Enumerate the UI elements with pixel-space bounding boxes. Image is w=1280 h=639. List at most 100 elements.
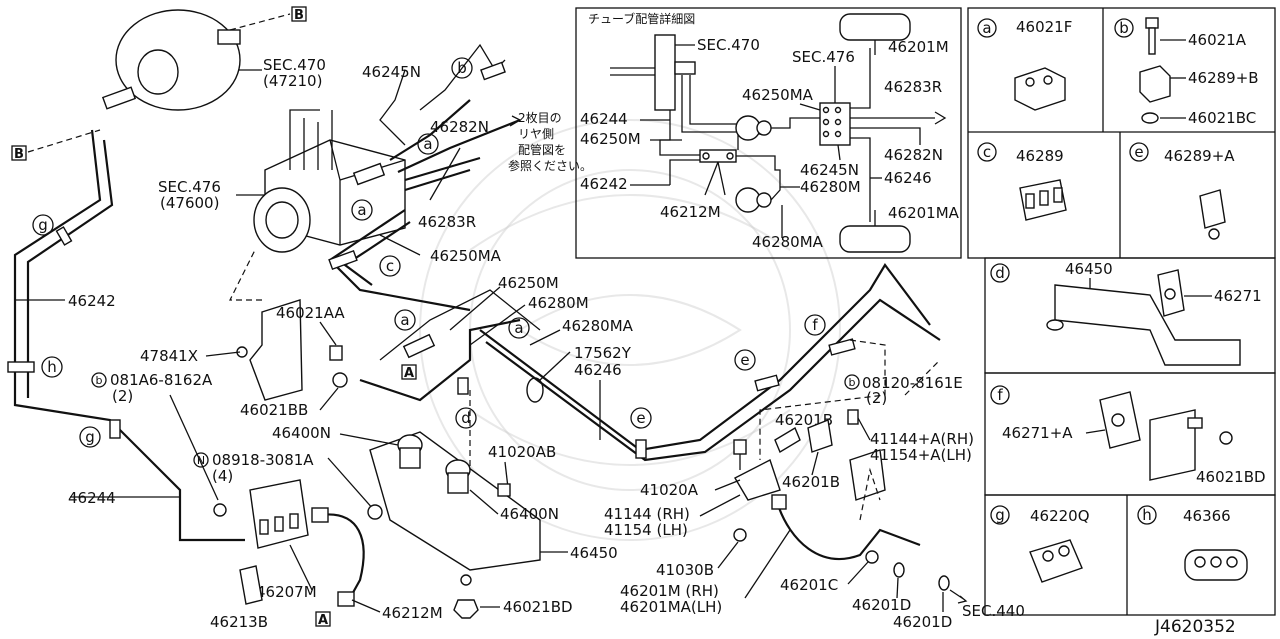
inset-label-46201M: 46201M — [888, 38, 949, 56]
panel-g-part-46220Q: 46220Q — [1030, 507, 1090, 525]
label-sec476: SEC.476 — [158, 178, 221, 196]
label-47841X: 47841X — [140, 347, 198, 365]
callout-e-right: e — [740, 351, 749, 369]
panel-b: b 46021A 46289+B 46021BC — [1114, 17, 1259, 127]
panel-f-part-46021BD: 46021BD — [1196, 468, 1266, 486]
label-46213B: 46213B — [210, 613, 268, 631]
label-sec440: SEC.440 — [962, 602, 1025, 620]
panel-e: e 46289+A — [1129, 142, 1235, 240]
label-081A6-qty: (2) — [112, 387, 133, 405]
callout-a-abs: a — [357, 201, 366, 219]
diagram-code: J4620352 — [1154, 617, 1236, 637]
panel-d-part-46450: 46450 — [1065, 260, 1113, 278]
panel-f: f 46271+A 46021BD — [990, 385, 1266, 486]
inset-label-46242: 46242 — [580, 175, 628, 193]
rear-pipe-run: e e f — [479, 263, 941, 462]
marker-B-left: B — [14, 147, 24, 162]
label-46282N: 46282N — [430, 118, 489, 136]
label-46280MA: 46280MA — [562, 317, 634, 335]
inset-label-46250M: 46250M — [580, 130, 641, 148]
panel-e-part-46289A: 46289+A — [1164, 147, 1235, 165]
inset-title: チューブ配管詳細図 — [588, 11, 695, 26]
marker-B-top: B — [294, 8, 304, 23]
label-41154: 41154 (LH) — [604, 521, 688, 539]
label-41030B: 41030B — [656, 561, 714, 579]
panel-d: d 46450 46271 — [990, 260, 1262, 366]
front-hose: 46207M 46212M A 46213B — [210, 479, 443, 631]
watermark-emblem — [419, 119, 841, 541]
marker-A-bottom: A — [318, 613, 328, 628]
panel-b-part-46289B: 46289+B — [1188, 69, 1259, 87]
label-46201MA-lh: 46201MA(LH) — [620, 598, 722, 616]
label-41020AB: 41020AB — [488, 443, 556, 461]
label-46201M-rh: 46201M (RH) — [620, 582, 719, 600]
inset-label-46201MA: 46201MA — [888, 204, 960, 222]
abs-outlet-pipes: 46245N a b 46282N 2枚目の リヤ側 配管図を 参照ください。 … — [362, 43, 592, 231]
label-46021BB: 46021BB — [240, 401, 308, 419]
pipe-46250MA: c 46250MA — [328, 209, 502, 312]
panel-d-letter: d — [995, 264, 1005, 282]
inset-label-sec470: SEC.470 — [697, 36, 760, 54]
label-081A6: 081A6-8162A — [110, 371, 213, 389]
label-41144A: 41144+A(RH) — [870, 430, 974, 448]
label-46021AA: 46021AA — [276, 304, 345, 322]
label-sec476-ref: (47600) — [160, 194, 219, 212]
panel-c-part-46289: 46289 — [1016, 147, 1064, 165]
inset-label-46250MA: 46250MA — [742, 86, 814, 104]
label-sec470-ref: (47210) — [263, 72, 322, 90]
label-08918: 08918-3081A — [212, 451, 314, 469]
inset-label-46282N: 46282N — [884, 146, 943, 164]
panel-h-letter: h — [1142, 506, 1152, 524]
marker-N-circle: N — [197, 454, 205, 467]
panel-c-letter: c — [983, 143, 991, 161]
inset-tube-detail: チューブ配管詳細図 SEC.470 46244 46250M 46242 462… — [575, 7, 962, 259]
panel-c: c 46289 — [977, 142, 1067, 221]
abs-actuator: SEC.476 (47600) a — [158, 109, 406, 253]
callout-e-mid: e — [636, 409, 645, 427]
marker-A-mid: A — [404, 366, 414, 381]
inset-label-46280M: 46280M — [800, 178, 861, 196]
left-pipe-run: B g 46242 h g 46244 — [7, 129, 245, 542]
brake-booster: B SEC.470 (47210) — [101, 6, 326, 111]
marker-b-circle: b — [96, 374, 103, 387]
label-sec470: SEC.470 — [263, 56, 326, 74]
inset-label-46245N: 46245N — [800, 161, 859, 179]
label-46250MA: 46250MA — [430, 247, 502, 265]
callout-a-mid: a — [400, 311, 409, 329]
label-41144: 41144 (RH) — [604, 505, 690, 523]
panel-b-part-46021A: 46021A — [1188, 31, 1247, 49]
panel-b-part-46021BC: 46021BC — [1188, 109, 1256, 127]
label-08918-qty: (4) — [212, 467, 233, 485]
note-line1: 2枚目の — [518, 110, 562, 125]
center-pipe-run: a a 46250M 46280M 46280MA 17562Y 46246 A… — [359, 274, 634, 480]
inset-label-46244: 46244 — [580, 110, 628, 128]
panel-a-part-46021F: 46021F — [1016, 18, 1072, 36]
panel-h-part-46366: 46366 — [1183, 507, 1231, 525]
label-08120: 08120-8161E — [862, 374, 963, 392]
inset-label-sec476: SEC.476 — [792, 48, 855, 66]
label-46201B-b: 46201B — [782, 473, 840, 491]
label-46400N-b: 46400N — [500, 505, 559, 523]
panel-g-letter: g — [995, 506, 1005, 524]
callout-d: d — [461, 409, 471, 427]
callout-f: f — [812, 316, 818, 334]
label-46283R: 46283R — [418, 213, 476, 231]
note-line3: 配管図を — [518, 142, 566, 157]
marker-b-circle-right: b — [849, 376, 856, 389]
label-46021BD: 46021BD — [503, 598, 573, 616]
label-41154A: 41154+A(LH) — [870, 446, 972, 464]
label-17562Y: 17562Y — [574, 344, 632, 362]
label-41020A: 41020A — [640, 481, 699, 499]
callout-a-upper: a — [423, 135, 432, 153]
panel-f-letter: f — [997, 386, 1003, 404]
inset-label-46212M: 46212M — [660, 203, 721, 221]
label-08120-qty: (2) — [866, 389, 887, 407]
panel-g: g 46220Q — [990, 505, 1090, 583]
callout-a-right: a — [514, 319, 523, 337]
label-46400N-a: 46400N — [272, 424, 331, 442]
panel-d-part-46271: 46271 — [1214, 287, 1262, 305]
panel-h: h 46366 — [1137, 505, 1248, 581]
panel-a: a 46021F — [977, 18, 1072, 111]
rear-hose-assembly: 41020A 41144 (RH) 41154 (LH) 41030B 4620… — [604, 374, 1025, 631]
